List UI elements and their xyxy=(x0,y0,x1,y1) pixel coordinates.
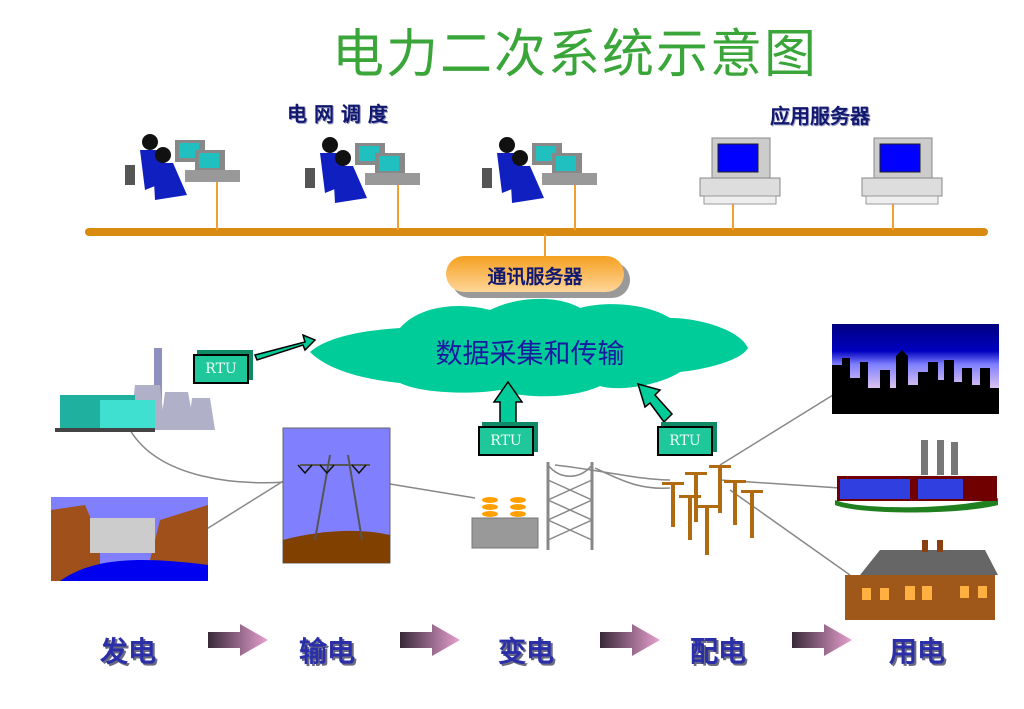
app-servers-label: 应用服务器 xyxy=(770,104,870,128)
dispatch-label: 电 网 调 度 xyxy=(287,102,388,126)
stage-transmission: 输电 xyxy=(299,635,356,668)
server-computer-icon xyxy=(699,137,781,205)
operator-workstation-icon xyxy=(125,134,240,200)
flow-arrow-3 xyxy=(600,624,660,656)
arrow-rtu2-to-cloud xyxy=(492,380,524,426)
data-cloud-shape xyxy=(310,298,748,397)
rtu-distribution: RTU xyxy=(657,426,713,456)
operator-workstation-icon xyxy=(305,137,420,203)
network-bus xyxy=(85,180,988,262)
operator-workstation-icon xyxy=(482,137,597,203)
transmission-tower-icon xyxy=(282,427,391,564)
arrow-rtu3-to-cloud xyxy=(636,382,674,424)
comm-server-pill xyxy=(446,256,624,292)
city-skyline-icon xyxy=(832,324,999,414)
flow-arrow-2 xyxy=(400,624,460,656)
comm-server-label: 通讯服务器 xyxy=(487,266,583,288)
stage-distribution: 配电 xyxy=(690,635,747,668)
flow-arrow-4 xyxy=(792,624,852,656)
server-computer-icon xyxy=(861,137,943,205)
transformer-icon xyxy=(471,497,539,549)
stage-generation: 发电 xyxy=(100,635,157,668)
arrow-rtu1-to-cloud xyxy=(253,333,317,361)
data-cloud-label: 数据采集和传输 xyxy=(435,339,625,370)
distribution-poles-icon xyxy=(662,465,763,555)
house-icon xyxy=(845,540,998,620)
hydro-dam-icon xyxy=(51,497,208,581)
stage-transformation: 变电 xyxy=(498,635,555,668)
flow-arrow-1 xyxy=(208,624,268,656)
factory-icon xyxy=(835,440,998,513)
stage-consumption: 用电 xyxy=(889,635,946,668)
stage-flow-arrows xyxy=(208,624,852,656)
rtu-generation: RTU xyxy=(193,354,249,384)
rtu-substation: RTU xyxy=(478,426,534,456)
diagram-title: 电力二次系统示意图 xyxy=(331,25,818,85)
thermal-power-plant-icon xyxy=(55,348,215,432)
substation-tower-icon xyxy=(546,462,594,550)
